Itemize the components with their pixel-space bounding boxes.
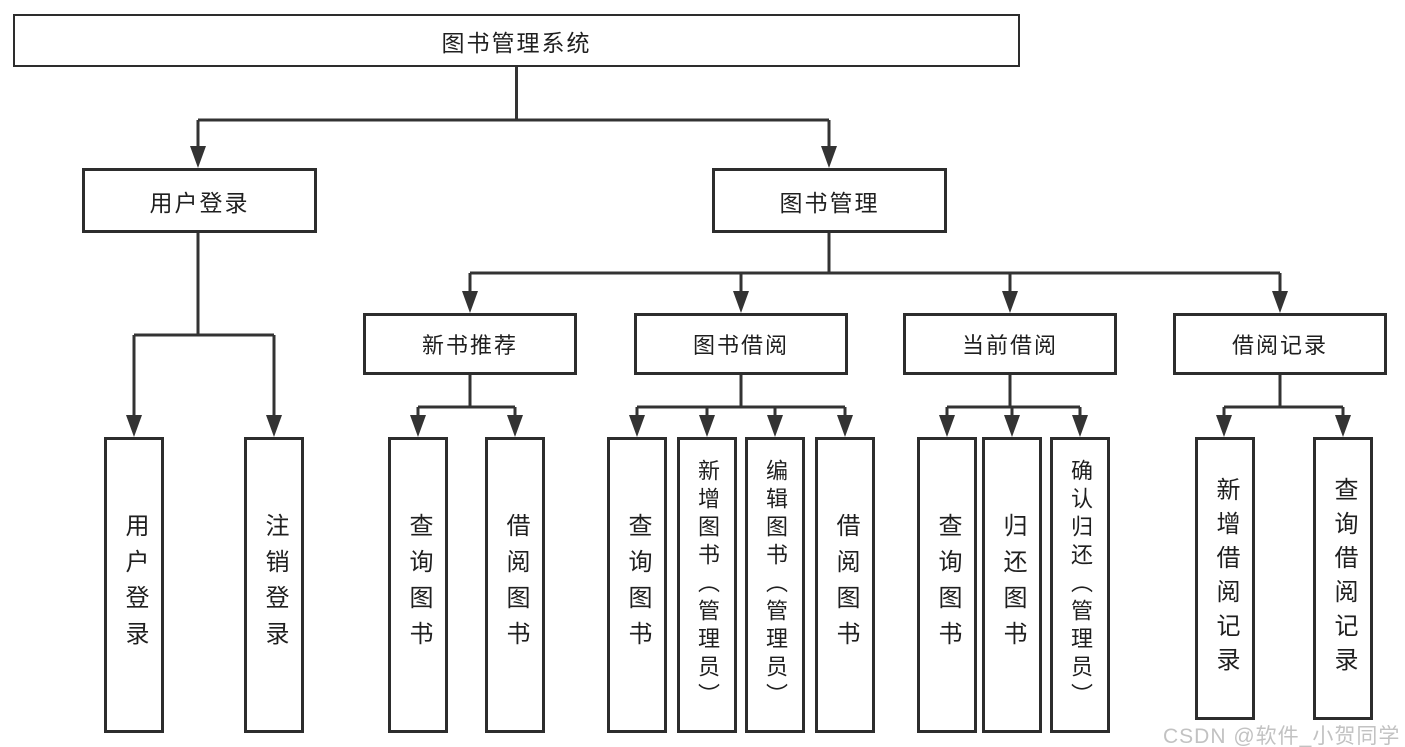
leaf-borrow-books-label: 借阅图书: [832, 513, 859, 657]
leaf-return-books: 归还图书: [982, 437, 1042, 733]
leaf-query-borrow-record-label: 查询借阅记录: [1330, 476, 1357, 681]
node-root: 图书管理系统: [13, 14, 1020, 67]
node-root-label: 图书管理系统: [441, 29, 592, 56]
leaf-borrow-books-recommend-label: 借阅图书: [502, 513, 529, 657]
leaf-add-borrow-record-label: 新增借阅记录: [1212, 476, 1239, 681]
leaf-query-borrow-record: 查询借阅记录: [1313, 437, 1373, 720]
node-borrow-records: 借阅记录: [1173, 313, 1387, 375]
leaf-confirm-return-admin: 确认归还（管理员）: [1050, 437, 1110, 733]
node-current-borrow: 当前借阅: [903, 313, 1117, 375]
leaf-add-books-admin-label: 新增图书（管理员）: [695, 459, 720, 711]
node-book-borrow-label: 图书借阅: [692, 333, 789, 358]
leaf-return-books-label: 归还图书: [999, 513, 1026, 657]
leaf-query-books-current: 查询图书: [917, 437, 977, 733]
leaf-logout-label: 注销登录: [261, 513, 288, 657]
node-borrow-records-label: 借阅记录: [1231, 333, 1328, 358]
leaf-query-books-borrow-label: 查询图书: [624, 513, 651, 657]
node-new-book-recommend: 新书推荐: [363, 313, 577, 375]
leaf-user-login: 用户登录: [104, 437, 164, 733]
node-book-management-label: 图书管理: [779, 189, 880, 216]
leaf-borrow-books-recommend: 借阅图书: [485, 437, 545, 733]
leaf-query-books-borrow: 查询图书: [607, 437, 667, 733]
node-new-book-recommend-label: 新书推荐: [421, 333, 518, 358]
leaf-query-books-recommend: 查询图书: [388, 437, 448, 733]
leaf-edit-books-admin-label: 编辑图书（管理员）: [763, 459, 788, 711]
leaf-logout: 注销登录: [244, 437, 304, 733]
arrowheads: [126, 146, 1351, 437]
node-book-management: 图书管理: [712, 168, 947, 233]
leaf-user-login-label: 用户登录: [121, 513, 148, 657]
node-user-login-label: 用户登录: [149, 189, 250, 216]
leaf-borrow-books: 借阅图书: [815, 437, 875, 733]
node-user-login: 用户登录: [82, 168, 317, 233]
leaf-query-books-recommend-label: 查询图书: [405, 513, 432, 657]
node-current-borrow-label: 当前借阅: [961, 333, 1058, 358]
leaf-query-books-current-label: 查询图书: [934, 513, 961, 657]
node-book-borrow: 图书借阅: [634, 313, 848, 375]
leaf-add-books-admin: 新增图书（管理员）: [677, 437, 737, 733]
leaf-confirm-return-admin-label: 确认归还（管理员）: [1068, 459, 1093, 711]
leaf-add-borrow-record: 新增借阅记录: [1195, 437, 1255, 720]
leaf-edit-books-admin: 编辑图书（管理员）: [745, 437, 805, 733]
